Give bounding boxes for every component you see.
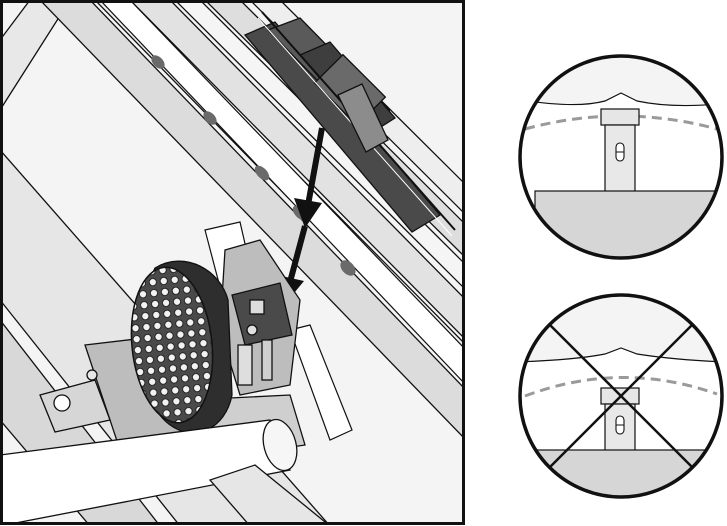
panel-border [0, 0, 465, 525]
ribbon-mask [243, 11, 456, 237]
detail-incorrect [515, 290, 727, 502]
bottom-roller [2, 418, 328, 523]
magnifier-ring [518, 293, 724, 499]
printhead-base [534, 190, 716, 258]
insert-arrow-upper [294, 127, 325, 228]
pin-cap [600, 108, 640, 126]
platen-roller [101, 2, 463, 383]
incorrect-position-magnifier [518, 293, 724, 499]
printer-assembly-illustration [0, 0, 465, 525]
dashed-guide [524, 376, 718, 398]
detail-correct [515, 51, 727, 263]
printhead-fan [130, 260, 233, 434]
magnifier-ring [518, 54, 724, 260]
x-cross-line [548, 323, 694, 469]
pin-post [604, 124, 636, 204]
main-illustration-panel [0, 0, 465, 525]
correct-position-magnifier [518, 54, 724, 260]
